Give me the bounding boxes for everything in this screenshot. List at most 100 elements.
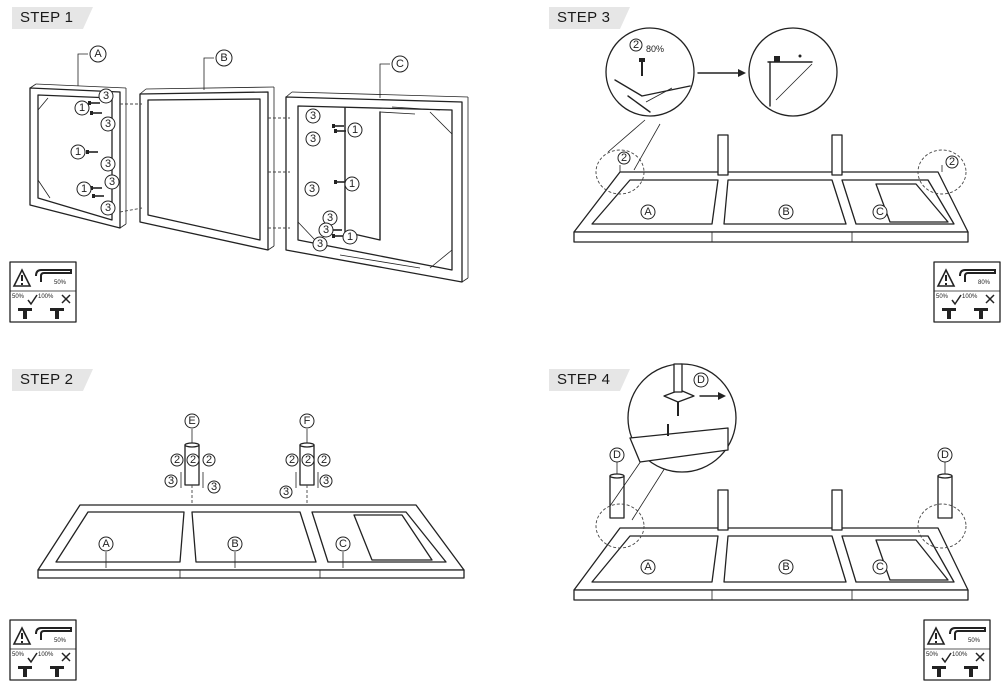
svg-text:B: B — [782, 206, 789, 218]
svg-text:2: 2 — [174, 454, 180, 466]
step-2-title: STEP 2 — [12, 369, 94, 391]
svg-text:B: B — [782, 561, 789, 573]
part-3-callout: 3 — [104, 174, 120, 190]
svg-text:1: 1 — [79, 102, 85, 114]
svg-text:3: 3 — [283, 486, 289, 498]
svg-text:100%: 100% — [38, 294, 54, 300]
step-4-callouts: D D D A B C — [609, 372, 953, 575]
svg-text:1: 1 — [352, 124, 358, 136]
svg-text:3: 3 — [310, 110, 316, 122]
part-1-callout: 1 — [342, 229, 358, 245]
part-3-callout: 3 — [98, 88, 114, 104]
svg-text:A: A — [94, 48, 102, 60]
part-3-callout: 3 — [305, 131, 321, 147]
step-1-diagram — [29, 53, 469, 283]
label-c: C — [335, 536, 351, 552]
part-2-callout: 2 — [629, 38, 643, 52]
step-3-callouts: 2 80% 2 2 A B C — [617, 38, 959, 220]
svg-text:C: C — [339, 538, 347, 550]
svg-text:3: 3 — [323, 224, 329, 236]
torque-warning-box-step-3: 80% 50% 100% — [933, 261, 1001, 323]
svg-text:C: C — [876, 561, 884, 573]
svg-text:1: 1 — [75, 146, 81, 158]
label-f: F — [299, 413, 315, 429]
torque-warning-box-step-2: 50% 50% 100% — [9, 619, 77, 681]
label-c: C — [391, 55, 409, 73]
label-c: C — [872, 559, 888, 575]
step-4-title: STEP 4 — [549, 369, 631, 391]
part-2-callout: 2 — [317, 453, 331, 467]
torque-warning-box-step-1: 50% 50% 100% — [9, 261, 77, 323]
step-1-callouts: A B C 3 1 3 1 3 3 1 3 3 1 3 1 3 3 3 1 3 — [70, 45, 409, 252]
panel-b-frame — [139, 86, 275, 251]
svg-text:50%: 50% — [12, 294, 25, 300]
label-e: E — [184, 413, 200, 429]
part-1-callout: 1 — [344, 176, 360, 192]
label-c: C — [872, 204, 888, 220]
svg-text:100%: 100% — [952, 652, 968, 658]
part-3-callout: 3 — [305, 108, 321, 124]
svg-text:3: 3 — [168, 475, 174, 487]
svg-text:2: 2 — [190, 454, 196, 466]
svg-text:80%: 80% — [978, 280, 991, 286]
part-2-callout: 2 — [617, 151, 631, 165]
part-2-callout: 2 — [945, 155, 959, 169]
label-a: A — [98, 536, 114, 552]
svg-text:B: B — [220, 52, 227, 64]
svg-text:3: 3 — [310, 133, 316, 145]
svg-text:50%: 50% — [12, 652, 25, 658]
svg-text:3: 3 — [323, 475, 329, 487]
svg-text:2: 2 — [206, 454, 212, 466]
part-1-callout: 1 — [76, 181, 92, 197]
label-b: B — [778, 204, 794, 220]
label-d: D — [937, 447, 953, 463]
part-3-callout: 3 — [279, 485, 293, 499]
step-3-diagram — [573, 27, 969, 243]
svg-text:50%: 50% — [936, 294, 949, 300]
svg-text:100%: 100% — [962, 294, 978, 300]
part-3-callout: 3 — [100, 156, 116, 172]
part-2-callout: 2 — [186, 453, 200, 467]
svg-text:C: C — [396, 58, 404, 70]
svg-text:2: 2 — [621, 152, 627, 164]
step-3-title: STEP 3 — [549, 7, 631, 29]
part-3-callout: 3 — [100, 200, 116, 216]
svg-text:1: 1 — [81, 183, 87, 195]
svg-text:3: 3 — [103, 90, 109, 102]
part-2-callout: 2 — [202, 453, 216, 467]
step-2-callouts: E F 2 2 2 3 3 2 2 2 3 3 A B C — [98, 413, 351, 552]
svg-text:2: 2 — [321, 454, 327, 466]
part-2-callout: 2 — [285, 453, 299, 467]
label-d: D — [609, 447, 625, 463]
torque-warning-box-step-4: 50% 50% 100% — [923, 619, 991, 681]
svg-text:3: 3 — [317, 238, 323, 250]
part-3-callout: 3 — [304, 181, 320, 197]
label-b: B — [227, 536, 243, 552]
part-3-callout: 3 — [312, 236, 328, 252]
step-1-title: STEP 1 — [12, 7, 94, 29]
svg-text:E: E — [188, 415, 195, 427]
svg-text:D: D — [613, 449, 621, 461]
svg-text:2: 2 — [633, 39, 639, 51]
part-1-callout: 1 — [347, 122, 363, 138]
step-2-diagram — [37, 429, 465, 579]
svg-text:50%: 50% — [926, 652, 939, 658]
label-a: A — [640, 559, 656, 575]
part-2-callout: 2 — [301, 453, 315, 467]
step-4-diagram — [573, 363, 969, 601]
svg-text:50%: 50% — [54, 638, 67, 644]
svg-text:A: A — [102, 538, 110, 550]
svg-text:3: 3 — [309, 183, 315, 195]
svg-text:50%: 50% — [54, 280, 67, 286]
svg-text:1: 1 — [349, 178, 355, 190]
part-1-callout: 1 — [74, 100, 90, 116]
svg-text:2: 2 — [949, 156, 955, 168]
svg-text:A: A — [644, 206, 652, 218]
label-b: B — [778, 559, 794, 575]
part-3-callout: 3 — [319, 474, 333, 488]
label-a: A — [640, 204, 656, 220]
label-b: B — [215, 49, 233, 67]
part-2-callout: 2 — [170, 453, 184, 467]
svg-text:C: C — [876, 206, 884, 218]
svg-text:50%: 50% — [968, 638, 981, 644]
